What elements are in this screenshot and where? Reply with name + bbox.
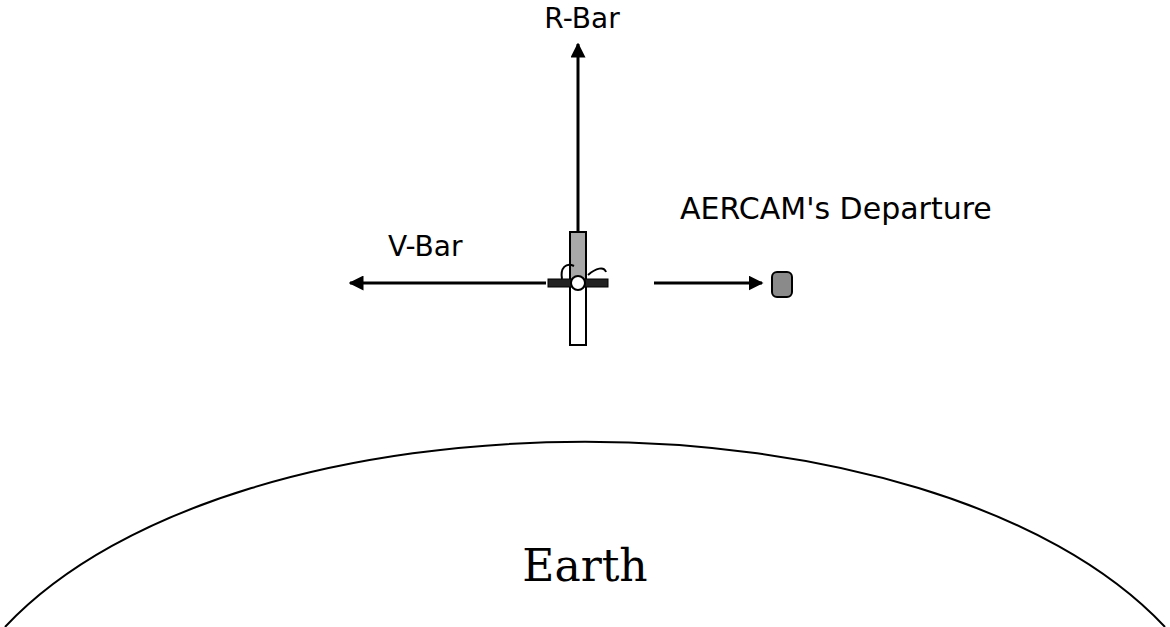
- shuttle-symbol: [548, 232, 608, 345]
- departure-arrow: [654, 282, 762, 285]
- v-bar-arrow: [350, 282, 546, 285]
- earth-outline: [5, 440, 1165, 627]
- earth-arc: [5, 442, 1165, 627]
- aercam-symbol: [772, 272, 792, 297]
- r-bar-arrow: [577, 44, 580, 232]
- axis-label: R-Bar: [544, 4, 619, 35]
- earth-region: Earth: [5, 440, 1165, 627]
- region-name: Earth: [5, 542, 1165, 590]
- departure-label: AERCAM's Departure: [680, 192, 992, 225]
- axis-label: V-Bar: [388, 232, 463, 263]
